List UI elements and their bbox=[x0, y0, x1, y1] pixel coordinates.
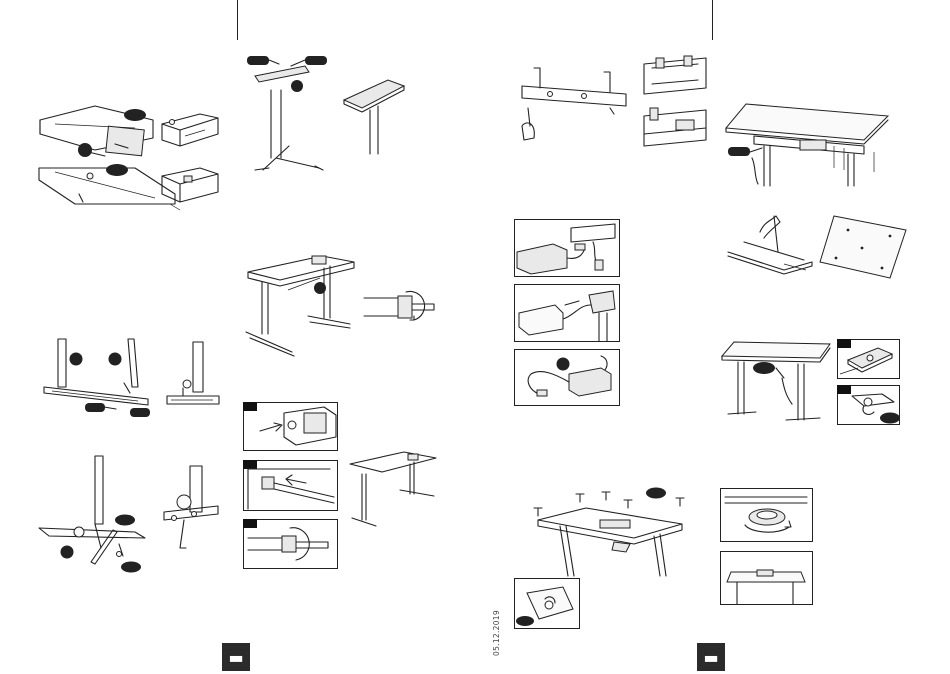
lock-shaft-diagram bbox=[244, 520, 337, 568]
tabletop-attach-diagram bbox=[724, 96, 890, 188]
frame-assembly-diagram bbox=[242, 252, 362, 362]
brand-logo-right: ▬ bbox=[697, 643, 725, 671]
cable-tray-diagram bbox=[721, 489, 812, 541]
frame-overview-diagram bbox=[348, 450, 440, 530]
legs-to-crossbar-diagram bbox=[38, 335, 158, 425]
tabletop-frame-top bbox=[640, 54, 710, 98]
power-supply-diagram bbox=[515, 350, 619, 405]
fold-line-left bbox=[237, 0, 238, 40]
screw-detail-diagram bbox=[515, 579, 579, 628]
handset-screw-diagram bbox=[838, 386, 899, 424]
insert-shaft-diagram bbox=[244, 403, 337, 450]
brand-logo-left: ▬ bbox=[222, 643, 250, 671]
leg-bracket-closeup bbox=[163, 338, 223, 413]
push-shaft-diagram bbox=[244, 461, 337, 510]
power-adapter-diagram bbox=[515, 220, 619, 276]
screw-tabletop-diagram bbox=[530, 486, 690, 582]
crossbar-end-detail-top bbox=[160, 112, 220, 154]
motor-closeup-diagram bbox=[160, 462, 220, 552]
desk-handset-diagram bbox=[720, 338, 832, 428]
fold-line-right bbox=[712, 0, 713, 40]
print-date: 05.12.2019 bbox=[492, 610, 501, 656]
crossbar-end-detail-bottom bbox=[160, 166, 220, 210]
motor-cable-diagram bbox=[515, 285, 619, 341]
tabletop-frame-bottom bbox=[640, 104, 710, 148]
final-check-diagram bbox=[721, 552, 812, 604]
control-box-mount-diagram bbox=[514, 64, 632, 144]
foot-profile-diagram bbox=[340, 78, 410, 158]
tabletop-panel-diagram bbox=[818, 212, 908, 282]
shaft-rotate-diagram bbox=[362, 290, 436, 324]
motor-bracket-diagram bbox=[35, 452, 155, 577]
handset-clip-diagram bbox=[838, 340, 899, 378]
controller-install-diagram bbox=[724, 212, 814, 302]
